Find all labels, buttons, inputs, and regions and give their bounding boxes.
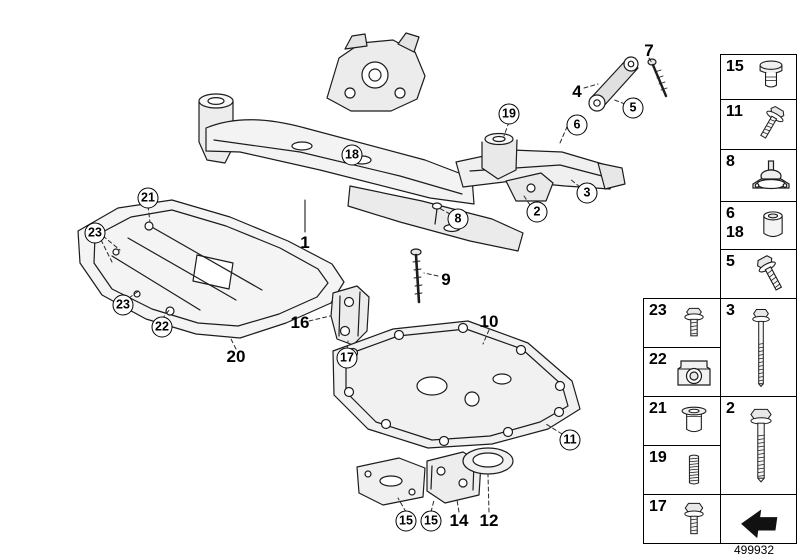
part-callout-19[interactable]: 19 [498,103,520,125]
part-callout-6[interactable]: 6 [566,114,588,136]
part-callout-21[interactable]: 21 [137,187,159,209]
part-callout-16[interactable]: 16 [290,313,310,332]
legend-part-number: 2 [726,400,735,417]
legend-part-number: 17 [649,498,667,515]
legend-part-number: 8 [726,153,735,170]
threaded-stud-icon [688,454,700,485]
legend-cell-11[interactable]: 11 [720,99,797,150]
rivet-nut-icon [681,406,707,433]
legend-cell-23[interactable]: 23 [643,298,721,348]
tension-strut-drawing [588,56,639,112]
legend-part-number: 22 [649,351,667,368]
part-callout-5[interactable]: 5 [622,97,644,119]
part-callout-15[interactable]: 15 [395,510,417,532]
rubber-mount-icon [752,160,790,190]
part-callout-2[interactable]: 2 [526,201,548,223]
reinforcement-plate-drawing [332,320,581,449]
cage-nut-icon [677,360,711,386]
legend-cell-5[interactable]: 5 [720,249,797,299]
legend-cell-17[interactable]: 17 [643,494,721,544]
part-callout-4[interactable]: 4 [572,82,582,101]
flange-screw-icon [684,307,704,337]
long-bolt-thick-icon [750,408,772,483]
part-callout-22[interactable]: 22 [151,316,173,338]
document-number: 499932 [733,543,775,557]
part-callout-10[interactable]: 10 [479,312,499,331]
legend-cell-19[interactable]: 19 [643,445,721,495]
legend-part-number: 19 [649,449,667,466]
legend-part-number: 21 [649,400,667,417]
front-axle-carrier-drawing [198,32,626,252]
legend-part-number: 15 [726,58,744,75]
long-bolt-icon [752,308,770,388]
legend-part-number: 11 [726,103,743,120]
legend-cell-2[interactable]: 2 [720,396,797,495]
part-callout-17[interactable]: 17 [336,347,358,369]
part-callout-20[interactable]: 20 [226,347,246,366]
legend-part-number: 3 [726,302,735,319]
part-callout-8[interactable]: 8 [447,208,469,230]
legend-cell-3[interactable]: 3 [720,298,797,397]
expanding-rivet-icon [759,60,783,88]
legend-cell-6-18[interactable]: 6 18 [720,201,797,250]
hex-bolt-icon [757,255,783,291]
cover-plate-drawing [356,457,426,506]
part-callout-15[interactable]: 15 [420,510,442,532]
legend-part-number: 18 [726,224,744,241]
legend-part-number: 23 [649,302,667,319]
cover-12-drawing [462,447,514,475]
part-callout-12[interactable]: 12 [479,511,499,530]
part-callout-3[interactable]: 3 [576,182,598,204]
part-callout-1[interactable]: 1 [300,233,310,252]
part-callout-14[interactable]: 14 [449,511,469,530]
screw-with-washer-icon [760,106,785,139]
legend-part-number: 5 [726,253,735,270]
legend-cell-8[interactable]: 8 [720,149,797,202]
parts-legend: 15 11 8 [643,54,797,544]
legend-cell-22[interactable]: 22 [643,347,721,397]
bolt-9-drawing [410,248,423,304]
part-callout-11[interactable]: 11 [559,429,581,451]
legend-cell-15[interactable]: 15 [720,54,797,100]
part-callout-23[interactable]: 23 [112,294,134,316]
sleeve-bushing-icon [763,211,783,238]
legend-cell-direction[interactable] [720,494,797,544]
legend-cell-21[interactable]: 21 [643,396,721,446]
part-callout-7[interactable]: 7 [644,41,654,60]
part-callout-23[interactable]: 23 [84,222,106,244]
support-bracket-drawing [330,285,370,346]
hex-screw-icon [684,502,704,535]
part-callout-9[interactable]: 9 [441,270,451,289]
part-callout-18[interactable]: 18 [341,144,363,166]
legend-part-number: 6 [726,205,735,222]
direction-arrow-icon [741,509,778,539]
